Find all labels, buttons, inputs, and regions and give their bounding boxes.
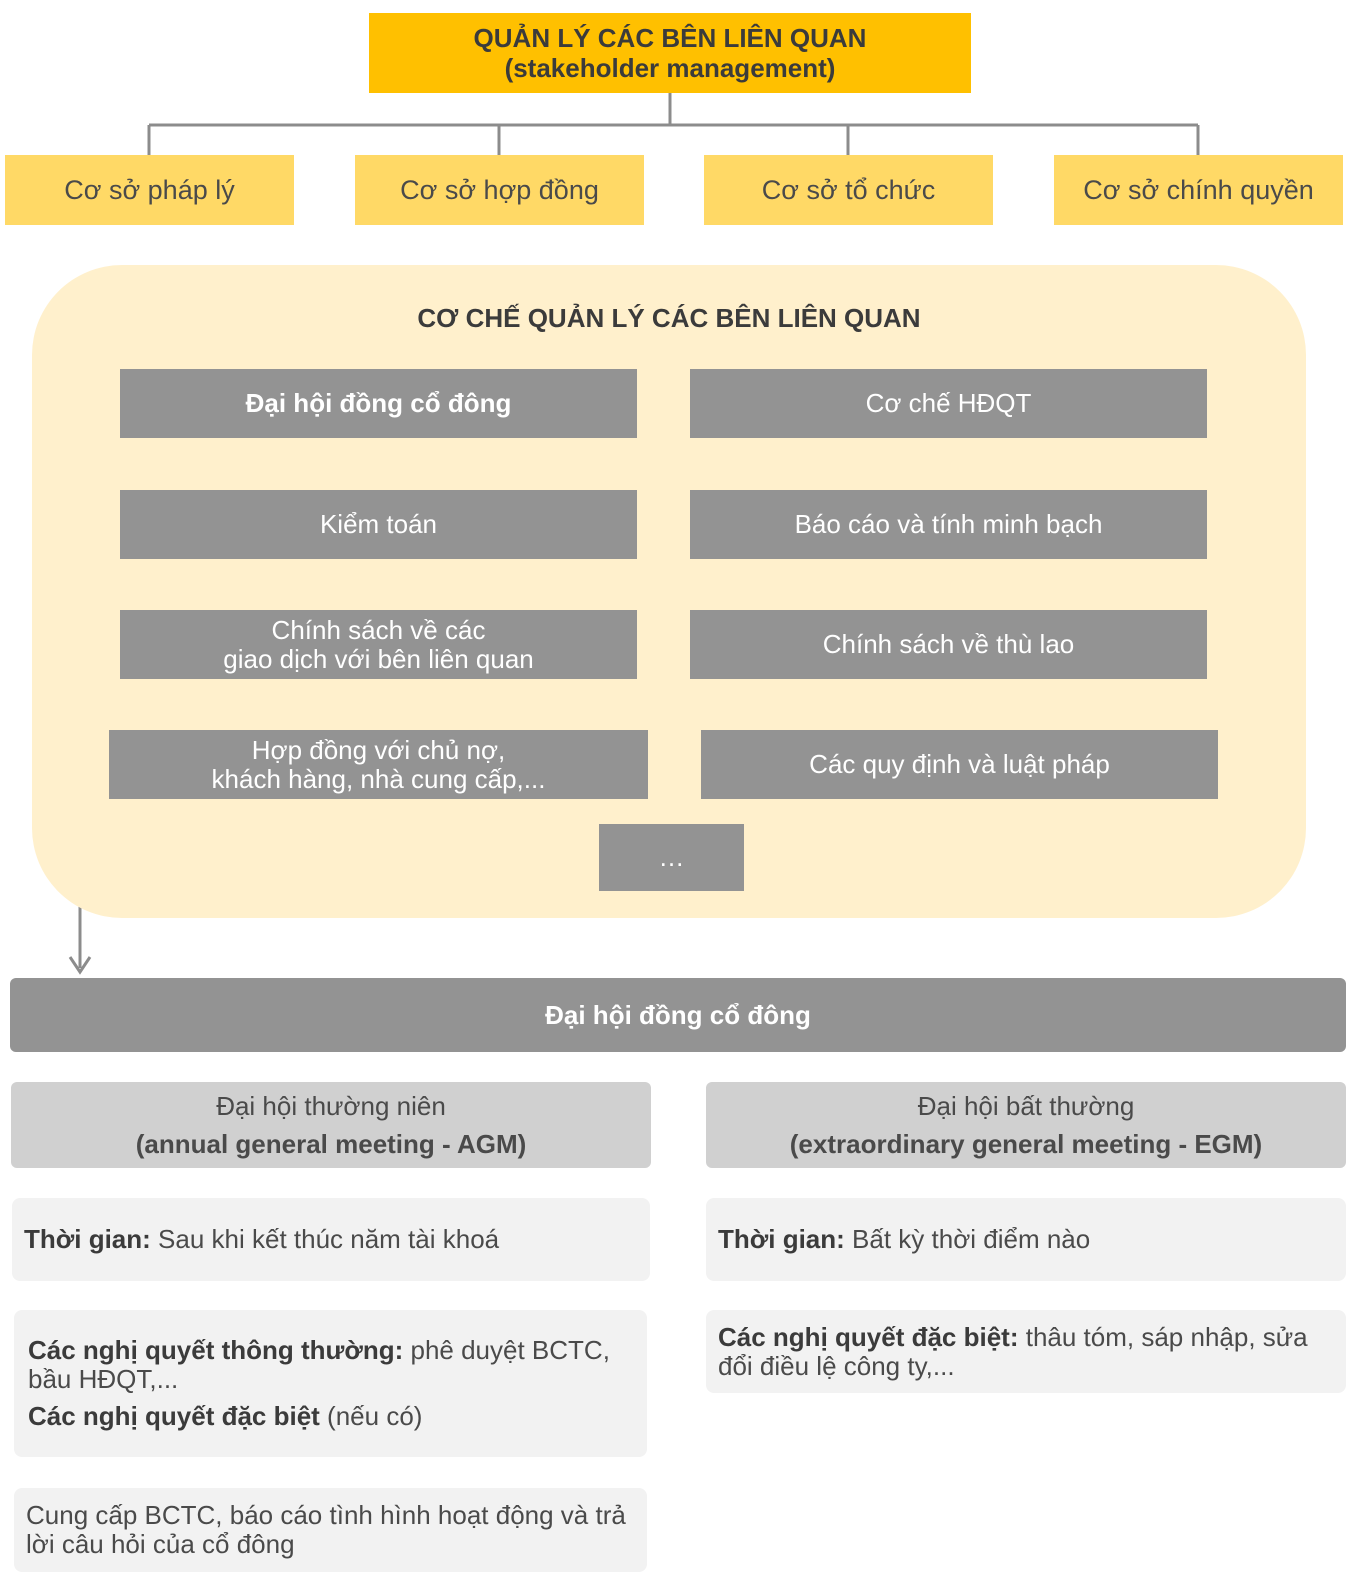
mechanism-label: Kiểm toán [319,509,438,539]
mechanism-label: Chính sách về thù lao [822,629,1075,659]
egm-english: (extraordinary general meeting - EGM) [789,1129,1263,1159]
egm-special-label: Các nghị quyết đặc biệt: [718,1321,1019,1352]
title-line-2: (stakeholder management) [504,53,836,83]
egm-time-value: Bất kỳ thời điểm nào [844,1224,1091,1254]
mechanism-more: … [599,824,744,891]
egm-resolutions-card: Các nghị quyết đặc biệt: thâu tóm, sáp n… [706,1310,1346,1393]
mechanism-contracts: Hợp đồng với chủ nợ, khách hàng, nhà cun… [109,730,648,799]
egm-special-value: thâu tóm, sáp nhập, sửa đổi điều lệ công… [718,1321,1308,1381]
agm-ordinary-label: Các nghị quyết thông thường: [28,1335,404,1365]
basis-government: Cơ sở chính quyền [1054,155,1343,225]
basis-legal: Cơ sở pháp lý [5,155,294,225]
mechanism-regulations: Các quy định và luật pháp [701,730,1218,799]
agm-english: (annual general meeting - AGM) [135,1129,527,1159]
mechanism-shareholders-meeting: Đại hội đồng cổ đông [120,369,637,438]
egm-time-card: Thời gian: Bất kỳ thời điểm nào [706,1198,1346,1281]
agm-provide-text: Cung cấp BCTC, báo cáo tình hình hoạt độ… [26,1500,626,1559]
mechanism-label: giao dịch với bên liên quan [223,643,534,674]
basis-contract: Cơ sở hợp đồng [355,155,644,225]
mechanism-board: Cơ chế HĐQT [690,369,1207,438]
agm-resolutions-card: Các nghị quyết thông thường: phê duyệt B… [14,1310,647,1457]
mechanism-title: CƠ CHẾ QUẢN LÝ CÁC BÊN LIÊN QUAN [417,303,921,333]
shareholders-meeting-bar: Đại hội đồng cổ đông [10,978,1346,1052]
title-line-1: QUẢN LÝ CÁC BÊN LIÊN QUAN [473,23,867,53]
mechanism-label: Các quy định và luật pháp [809,749,1110,779]
agm-special-value: (nếu có) [319,1401,423,1431]
mechanism-label: Cơ chế HĐQT [865,388,1032,418]
arrow-head [68,956,92,975]
mechanism-related-party-policy: Chính sách về các giao dịch với bên liên… [120,610,637,679]
mechanism-label: … [658,842,685,872]
mechanism-reporting-transparency: Báo cáo và tính minh bạch [690,490,1207,559]
basis-organization: Cơ sở tổ chức [704,155,993,225]
mechanism-label: Báo cáo và tính minh bạch [794,509,1103,539]
agm-time-card: Thời gian: Sau khi kết thúc năm tài khoá [12,1198,650,1281]
agm-time-value: Sau khi kết thúc năm tài khoá [150,1224,500,1254]
agm-provide-card: Cung cấp BCTC, báo cáo tình hình hoạt độ… [14,1488,647,1572]
mechanism-label: khách hàng, nhà cung cấp,... [211,763,546,794]
egm-time-label: Thời gian: [718,1224,845,1254]
stakeholder-management-title: QUẢN LÝ CÁC BÊN LIÊN QUAN (stakeholder m… [369,13,971,93]
agm-special-label: Các nghị quyết đặc biệt [28,1401,320,1431]
mechanism-remuneration-policy: Chính sách về thù lao [690,610,1207,679]
agm-name: Đại hội thường niên [216,1091,446,1121]
agm-time-label: Thời gian: [24,1224,151,1254]
mechanism-label: Chính sách về các [271,614,486,645]
egm-name: Đại hội bất thường [917,1091,1135,1121]
mechanism-label: Đại hội đồng cổ đông [245,388,512,418]
egm-header: Đại hội bất thường (extraordinary genera… [706,1082,1346,1168]
agm-ordinary-value: phê duyệt BCTC, bầu HĐQT,... [28,1335,610,1394]
mechanism-audit: Kiểm toán [120,490,637,559]
mechanism-panel [32,265,1306,918]
mechanism-label: Hợp đồng với chủ nợ, [251,734,506,765]
agm-header: Đại hội thường niên (annual general meet… [11,1082,651,1168]
